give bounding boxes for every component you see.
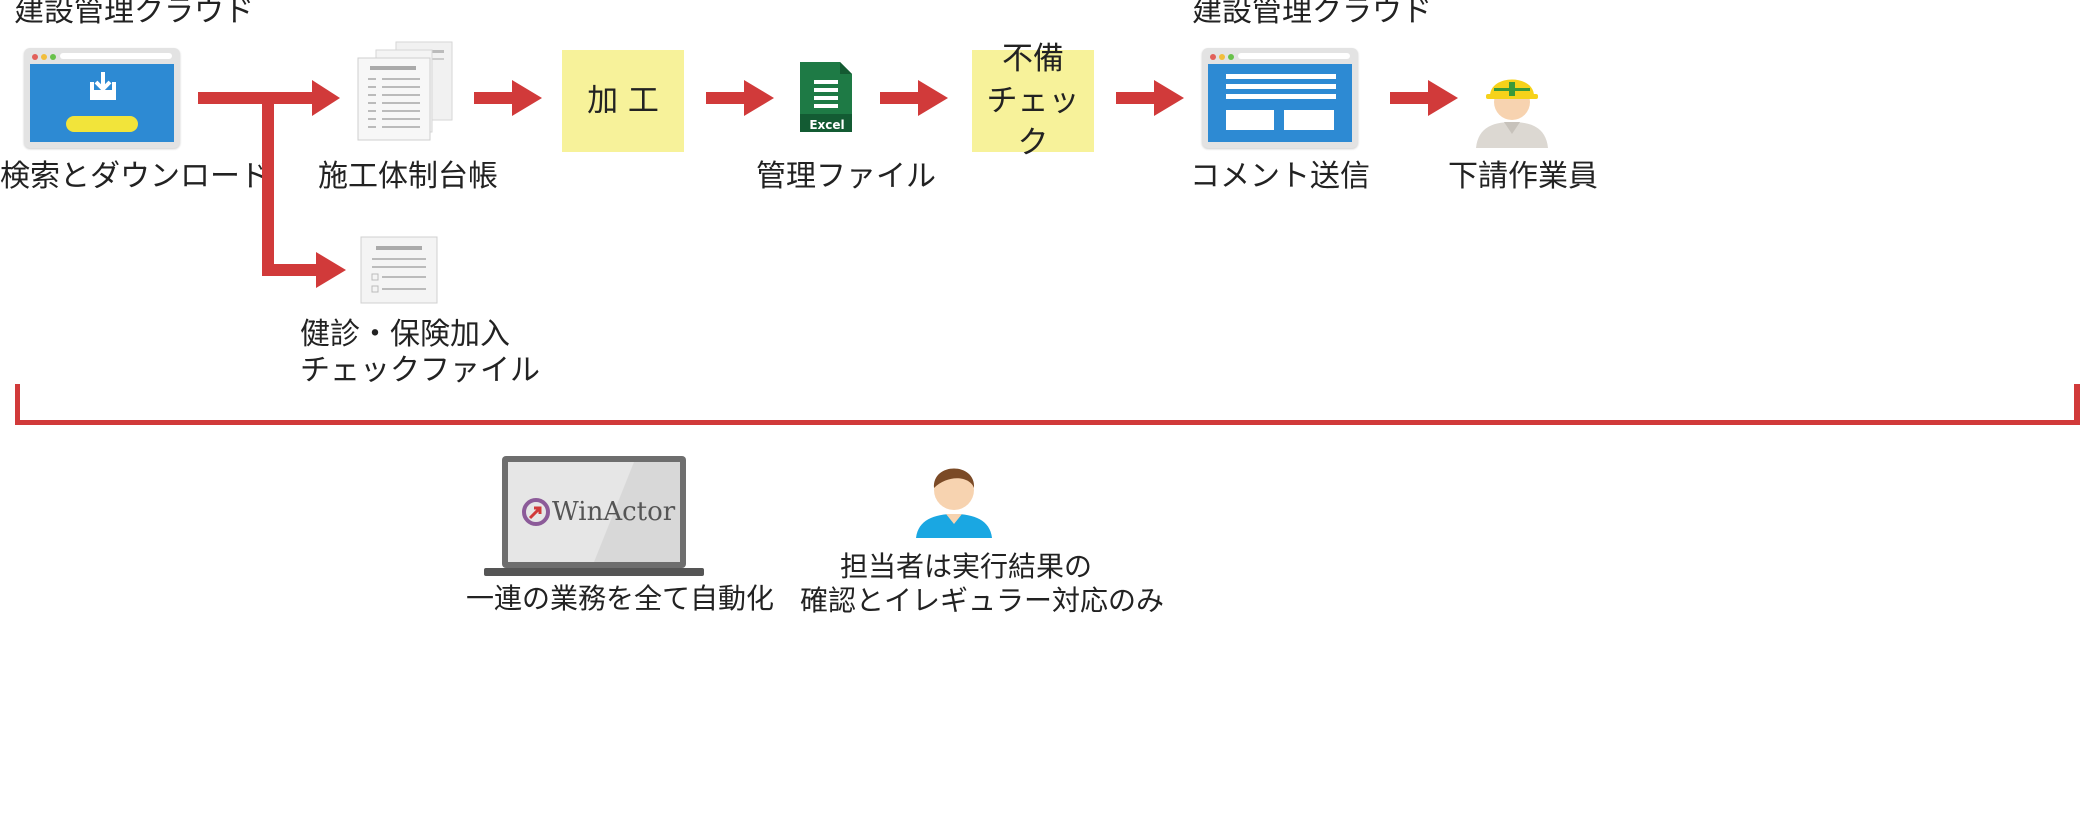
download-browser-icon [24, 48, 180, 148]
person-caption-line2: 確認とイレギュラー対応のみ [800, 584, 1165, 617]
step-comment-send-label: コメント送信 [1190, 159, 1370, 194]
form-browser-icon [1202, 48, 1358, 148]
step-subcontractor-label: 下請作業員 [1448, 159, 1598, 194]
processing-box: 加 工 [562, 50, 684, 152]
cloud-label-right: 建設管理クラウド [1192, 0, 1432, 29]
winactor-caption: 一連の業務を全て自動化 [466, 582, 775, 615]
check-file-label-line1: 健診・保険加入 [300, 317, 510, 352]
person-caption-line1: 担当者は実行結果の [840, 550, 1093, 583]
deficiency-check-line2: チェック [986, 83, 1080, 161]
arrow-4 [880, 80, 948, 116]
person-icon [916, 468, 992, 538]
deficiency-check-box: 不備 チェック [972, 41, 1094, 161]
processing-label: 加 工 [587, 83, 659, 119]
arrow-3 [706, 80, 774, 116]
document-icon [360, 236, 438, 304]
cloud-label-left: 建設管理クラウド [14, 0, 254, 29]
check-file-label-line2: チェックファイル [300, 353, 540, 388]
arrow-2 [474, 80, 542, 116]
step-management-file-label: 管理ファイル [756, 159, 936, 194]
deficiency-check-line1: 不備 [1002, 41, 1064, 77]
arrow-6 [1390, 80, 1458, 116]
branch-arrow [198, 80, 346, 288]
excel-icon-text: Excel [809, 118, 845, 132]
step-construction-ledger-label: 施工体制台帳 [318, 159, 498, 194]
worker-icon [1476, 79, 1548, 148]
excel-icon [800, 62, 852, 132]
document-stack-icon [357, 41, 453, 141]
winactor-logo: WinActor [552, 497, 676, 527]
laptop-icon [484, 456, 704, 576]
arrow-5 [1116, 80, 1184, 116]
bracket-line [15, 384, 2080, 425]
